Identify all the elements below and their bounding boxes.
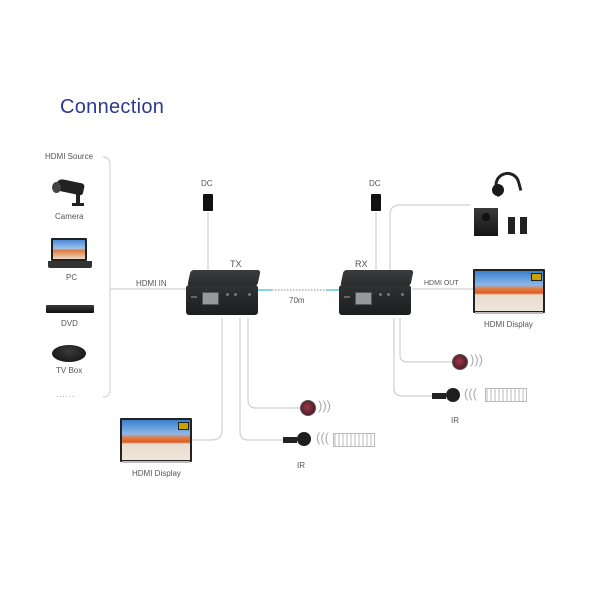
tx-ir-tx-wire — [247, 318, 300, 409]
rx-audio-wire — [389, 204, 470, 278]
rx-rj45-port — [355, 292, 372, 305]
rx-hdmi-display-label: HDMI Display — [484, 320, 533, 329]
tx-device-top — [187, 270, 261, 286]
tx-ir-label: IR — [297, 461, 305, 470]
tx-device — [186, 285, 258, 315]
source-label-camera: Camera — [55, 212, 84, 221]
tx-hdmi-display-icon — [120, 416, 192, 464]
rx-dc-adapter-icon — [371, 194, 381, 211]
rx-hdmi-display-icon — [473, 267, 545, 315]
rx-ir-label: IR — [451, 416, 459, 425]
tx-dc-label: DC — [201, 179, 213, 188]
hdmi-out-label: HDMI OUT — [424, 280, 459, 287]
source-label-dvd: DVD — [61, 319, 78, 328]
tx-remote-control-icon — [333, 433, 375, 447]
tx-label: TX — [230, 259, 242, 269]
rx-label: RX — [355, 259, 368, 269]
speaker-right-icon — [520, 217, 527, 234]
dvd-player-icon — [46, 305, 94, 313]
tx-ir-emitter-icon — [300, 400, 316, 416]
tx-hdmi-out-wire — [190, 318, 223, 441]
laptop-icon — [48, 238, 94, 270]
rx-ir-emitter-icon — [452, 354, 468, 370]
more-sources: ...... — [56, 390, 76, 399]
tx-ir-emit-waves-icon: ))) — [318, 398, 331, 413]
headphones-icon — [490, 169, 524, 200]
source-bracket — [102, 156, 111, 398]
tx-ir-receiver-icon — [297, 432, 311, 446]
rx-ir-receive-waves-icon: ((( — [464, 386, 477, 401]
rx-device-top — [340, 270, 414, 286]
speaker-left-icon — [508, 217, 515, 234]
source-label-tv-box: TV Box — [56, 366, 83, 375]
rx-ir-emit-waves-icon: ))) — [470, 352, 483, 367]
subwoofer-icon — [474, 208, 498, 236]
rx-ir-receiver-icon — [446, 388, 460, 402]
source-label-pc: PC — [66, 273, 78, 282]
hdmi-source-header: HDMI Source — [45, 152, 94, 161]
tx-ir-receive-waves-icon: ((( — [316, 430, 329, 445]
tx-ir-rx-wire — [239, 318, 285, 441]
tx-rj45-port — [202, 292, 219, 305]
page-title: Connection — [60, 96, 165, 118]
tv-box-icon — [52, 345, 86, 362]
tx-hdmi-display-label: HDMI Display — [132, 469, 181, 478]
tx-dc-adapter-icon — [203, 194, 213, 211]
rx-ir-tx-wire — [399, 318, 452, 363]
hdmi-in-label: HDMI IN — [136, 279, 167, 288]
camera-icon — [52, 178, 90, 208]
rx-dc-label: DC — [369, 179, 381, 188]
rx-ir-rx-wire — [393, 318, 432, 397]
rx-remote-control-icon — [485, 388, 527, 402]
distance-label: 70m — [289, 296, 305, 305]
rx-device — [339, 285, 411, 315]
